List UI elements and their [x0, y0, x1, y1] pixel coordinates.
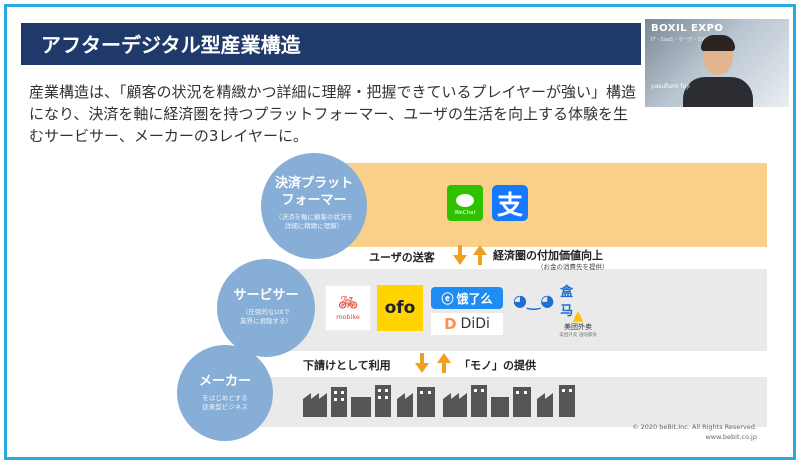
didi-label: DiDi: [460, 316, 490, 332]
up-arrow-icon: [437, 353, 451, 373]
eleme-mark-icon: ⓔ: [441, 291, 454, 306]
ofo-label: ofo: [384, 298, 416, 318]
slide-frame: アフターデジタル型産業構造 BOXIL EXPO IT・SaaS・マーケ・DX展…: [4, 4, 796, 460]
eleme-label: 饿了么: [456, 291, 493, 306]
hema-label: 盒马: [560, 285, 574, 319]
event-subtitle: IT・SaaS・マーケ・DX展: [651, 37, 711, 43]
alipay-logo: 支: [492, 185, 528, 221]
layer-title: メーカー: [198, 374, 251, 389]
down-arrow-icon: [453, 245, 467, 265]
factory-icon: [303, 385, 575, 417]
intro-text: 産業構造は、「顧客の状況を精緻かつ詳細に理解・把握できているプレイヤーが強い」構…: [29, 83, 637, 145]
mobike-label: mobike: [336, 313, 360, 321]
ofo-logo: ofo: [377, 285, 423, 331]
meituan-label: 美团外卖: [564, 323, 592, 331]
up-arrow-icon: [473, 245, 487, 265]
eleme-logo: ⓔ 饿了么: [431, 287, 503, 309]
flow-user-referral: ユーザの送客: [369, 251, 435, 264]
didi-logo: D DiDi: [431, 313, 503, 335]
flow-value-add: 経済圏の付加価値向上: [493, 249, 603, 262]
slide-title-bar: アフターデジタル型産業構造: [21, 23, 641, 65]
flow-subcontract: 下請けとして利用: [303, 359, 391, 372]
layer-title: サービサー: [233, 288, 299, 303]
layer-subtitle: （圧倒的なUXで 業界に君臨する）: [240, 308, 292, 325]
flow-goods-supply: 「モノ」の提供: [459, 359, 536, 372]
bicycle-icon: 🚲︎: [337, 293, 359, 312]
layer-subtitle: （決済を軸に顧客の状況を 詳細に精緻に理解）: [275, 213, 353, 230]
copyright-text: © 2020 beBit,Inc. All Rights Reserved.: [632, 423, 757, 431]
flow-value-add-note: （お金の消費先を提供）: [537, 263, 609, 271]
event-title: BOXIL EXPO: [651, 23, 724, 34]
layer-circle-servicer: サービサー （圧倒的なUXで 業界に君臨する）: [217, 259, 315, 357]
speaker-hair: [701, 35, 735, 51]
hippo-icon: ◕‿◕: [513, 290, 555, 310]
footer-url: www.bebit.co.jp: [705, 433, 757, 441]
wechat-logo: WeChat: [447, 185, 483, 221]
wechat-bubble-icon: [456, 193, 474, 207]
layer-subtitle: をはじめとする 従来型ビジネス: [202, 394, 248, 411]
layer-title: 決済プラット フォーマー: [274, 176, 353, 208]
speaker-camera: BOXIL EXPO IT・SaaS・マーケ・DX展 yasufumi fuji: [645, 19, 789, 107]
mobike-logo: 🚲︎ mobike: [325, 285, 371, 331]
slide-title: アフターデジタル型産業構造: [41, 33, 301, 57]
wechat-label: WeChat: [454, 209, 476, 216]
didi-mark-icon: D: [444, 315, 457, 333]
factory-row: [303, 383, 593, 417]
layer-circle-platformer: 決済プラット フォーマー （決済を軸に顧客の状況を 詳細に精緻に理解）: [261, 153, 367, 259]
hema-logo: ◕‿◕ 盒马: [513, 285, 583, 319]
alipay-glyph: 支: [496, 190, 523, 221]
layer-circle-maker: メーカー をはじめとする 従来型ビジネス: [177, 345, 273, 441]
speaker-body: [683, 77, 753, 107]
meituan-sub: 美团外卖 送啥都快: [559, 333, 597, 338]
speaker-name: yasufumi fuji: [651, 83, 690, 90]
down-arrow-icon: [415, 353, 429, 373]
meituan-logo: ▲ 美团外卖 美团外卖 送啥都快: [547, 308, 609, 338]
kangaroo-icon: ▲: [572, 308, 584, 324]
